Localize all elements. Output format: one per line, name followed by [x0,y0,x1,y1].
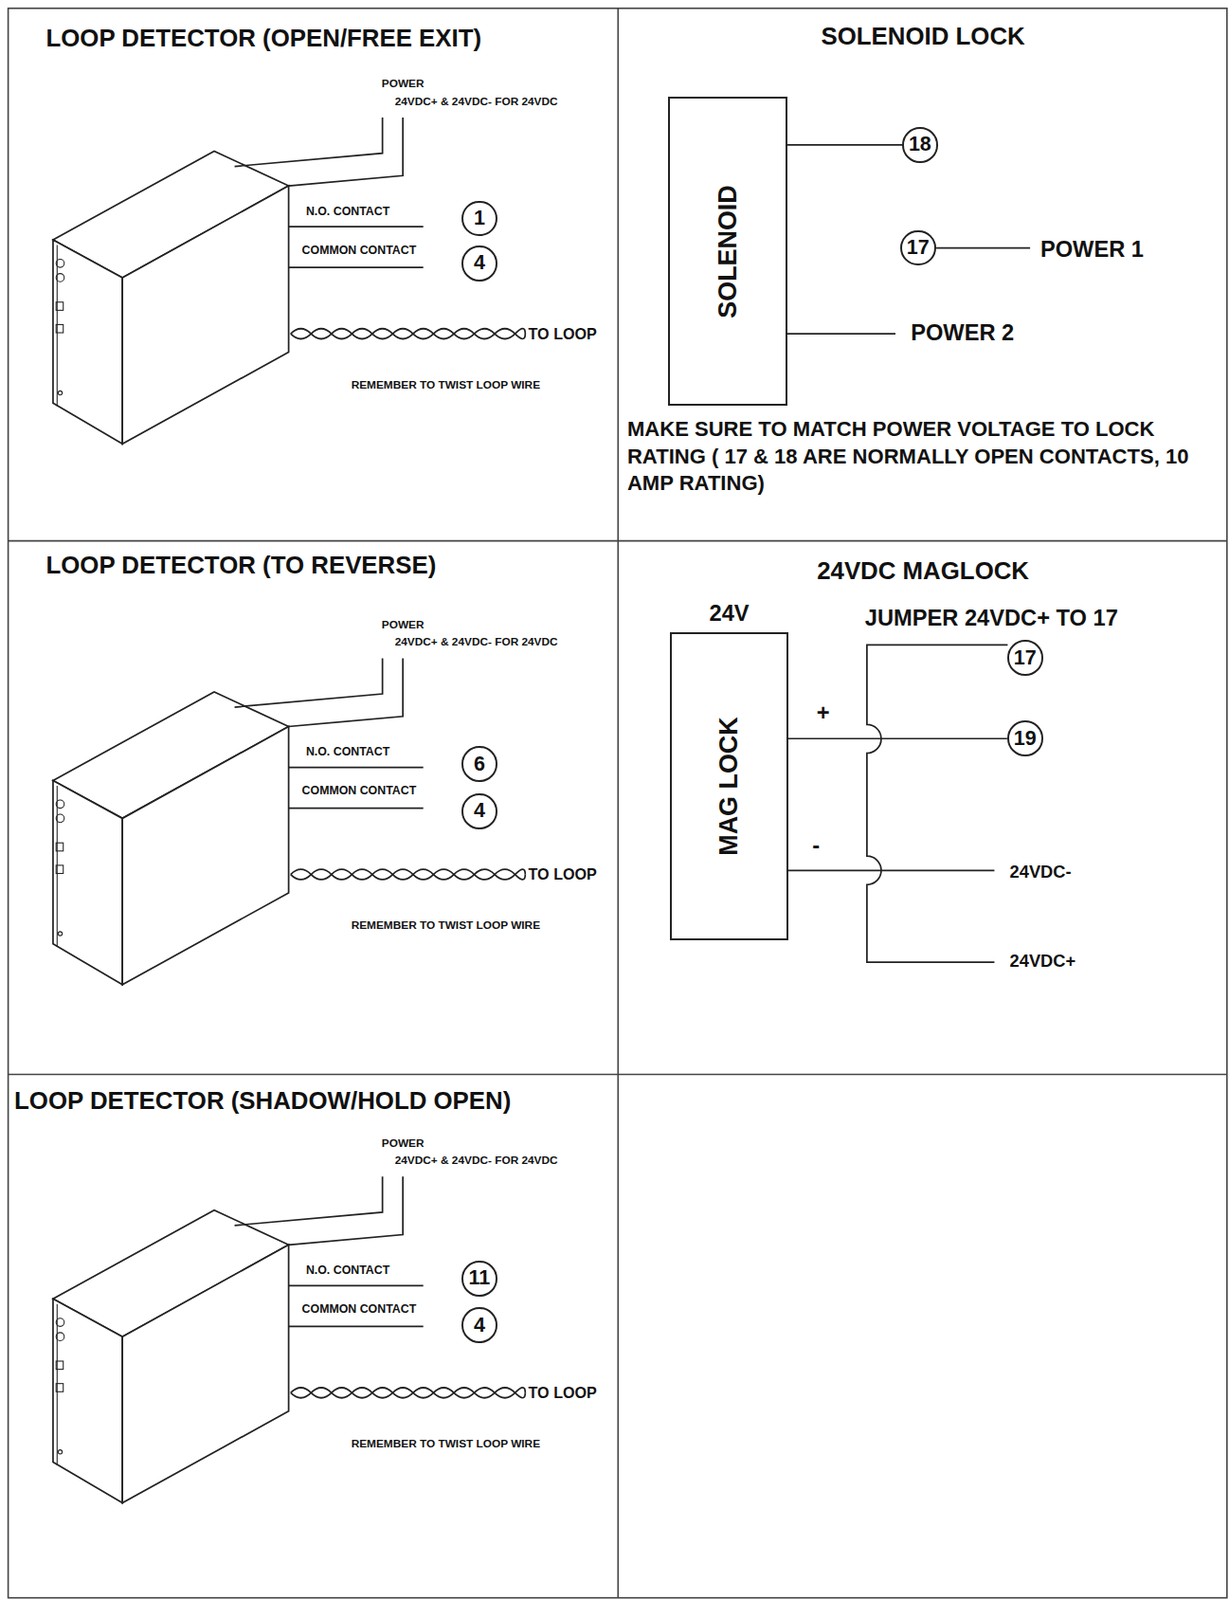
power-label: POWER 1 [1040,236,1144,263]
note-text: MAKE SURE TO MATCH POWER VOLTAGE TO LOCK… [627,415,1225,498]
terminal-number: 17 [906,235,930,260]
terminal-circle: 4 [461,793,498,830]
power-label: POWER [381,618,425,633]
terminal-number: 4 [473,1313,486,1338]
panel-heading: 24VDC MAGLOCK [816,557,1030,586]
terminal-number: 4 [473,798,486,823]
wire-connector [787,144,903,146]
device-box: MAG LOCK [669,632,789,940]
contact-label: N.O. CONTACT [306,744,390,759]
terminal-circle: 1 [461,200,498,237]
contact-label: COMMON CONTACT [302,1301,417,1316]
polarity-sign: - [812,833,820,860]
contact-label: COMMON CONTACT [302,243,417,257]
power-label: 24VDC+ & 24VDC- FOR 24VDC [395,635,559,650]
terminal-number: 19 [1013,726,1037,751]
terminal-number: 18 [908,132,932,157]
power-label: POWER [381,78,425,92]
terminal-circle: 19 [1007,720,1044,757]
contact-label: COMMON CONTACT [302,783,417,797]
note-text: REMEMBER TO TWIST LOOP WIRE [351,920,541,934]
device-name: SOLENOID [712,184,742,318]
terminal-number: 1 [473,206,486,231]
terminal-number: 4 [473,251,486,275]
loop-label: TO LOOP [528,865,597,884]
terminal-circle: 17 [1007,639,1044,676]
panel-heading: LOOP DETECTOR (SHADOW/HOLD OPEN) [14,1087,511,1117]
contact-label: N.O. CONTACT [306,1263,390,1277]
power-label: 24VDC+ & 24VDC- FOR 24VDC [395,1154,559,1168]
contact-label: N.O. CONTACT [306,204,390,218]
terminal-circle: 17 [900,230,937,267]
loop-detector [53,657,525,984]
loop-label: TO LOOP [528,1383,597,1402]
panel-heading: LOOP DETECTOR (TO REVERSE) [45,552,436,581]
terminal-number: 6 [473,752,486,777]
power-label: POWER [381,1137,425,1151]
terminal-circle: 4 [461,1306,498,1343]
device-name: MAG LOCK [714,717,744,856]
wire-connector [788,737,1008,740]
panel-grid [8,8,1228,1598]
jumper-label: JUMPER 24VDC+ TO 17 [865,606,1119,633]
power-label: POWER 2 [910,320,1014,346]
panel-heading: LOOP DETECTOR (OPEN/FREE EXIT) [45,24,482,54]
polarity-sign: + [816,701,831,727]
terminal-number: 11 [469,1265,491,1290]
voltage-label: 24V [709,600,750,627]
wires [787,248,1031,962]
loop-label: TO LOOP [528,325,597,344]
power-label: 24VDC+ & 24VDC- FOR 24VDC [395,95,559,109]
note-text: REMEMBER TO TWIST LOOP WIRE [351,379,541,393]
note-text: REMEMBER TO TWIST LOOP WIRE [351,1437,541,1451]
terminal-circle: 18 [902,126,939,163]
loop-detector [53,117,525,444]
terminal-circle: 11 [461,1260,498,1297]
terminal-number: 17 [1013,646,1037,670]
terminal-circle: 4 [461,245,498,282]
panel-heading: SOLENOID LOCK [820,22,1025,52]
terminal-label: 24VDC- [1010,862,1072,883]
terminal-circle: 6 [461,745,498,782]
device-box: SOLENOID [668,96,788,406]
terminal-label: 24VDC+ [1010,950,1077,971]
loop-detector [53,1175,525,1502]
